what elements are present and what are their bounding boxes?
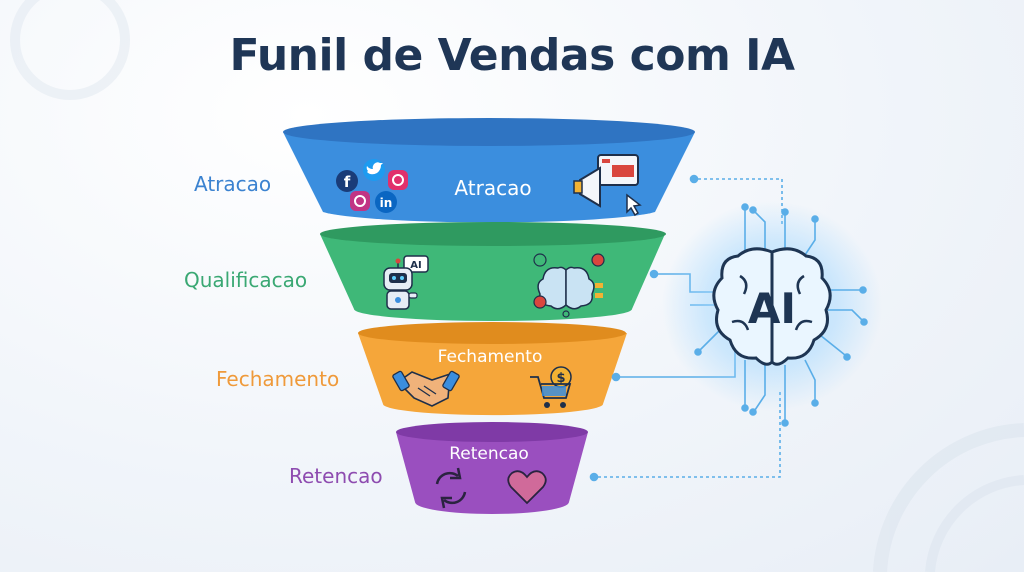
refresh-icon (435, 467, 467, 509)
linkedin-icon: in (375, 191, 397, 213)
robot-icon: AI (383, 255, 429, 310)
megaphone-icon (573, 154, 642, 217)
handshake-icon (392, 370, 460, 407)
side-label-qualificacao: Qualificacao (184, 268, 308, 292)
funnel-stage-retencao: Retencao (396, 422, 588, 514)
stage-label: Retencao (449, 444, 529, 464)
stage-label: Atracao (454, 176, 531, 200)
svg-text:f: f (344, 173, 351, 191)
instagram-icon (350, 191, 370, 211)
social-media-icons: f in (336, 159, 408, 213)
bg-decoration (10, 0, 1024, 572)
heart-icon (507, 470, 547, 505)
side-label-fechamento: Fechamento (216, 367, 340, 391)
stage-body (396, 432, 588, 514)
stage-label: Fechamento (438, 347, 543, 367)
side-label-atracao: Atracao (194, 172, 272, 196)
stage-body (320, 234, 665, 321)
funnel-stage-qualificacao (320, 222, 666, 321)
stage-rim (358, 322, 626, 344)
twitter-icon (363, 159, 385, 181)
svg-text:AI: AI (410, 260, 421, 271)
facebook-icon: f (336, 170, 358, 192)
page-title: Funil de Vendas com IA (229, 30, 795, 81)
svg-text:in: in (380, 196, 393, 210)
brain-analysis-icon (533, 253, 605, 318)
side-label-retencao: Retencao (289, 464, 383, 488)
cart-money-icon: $ (530, 366, 572, 408)
stage-rim (396, 422, 588, 442)
ai-label: AI (748, 284, 796, 333)
funnel-stage-fechamento: Fechamento (358, 322, 627, 416)
stage-rim (283, 118, 695, 146)
stage-rim (320, 222, 666, 246)
svg-text:$: $ (556, 371, 565, 386)
ai-brain-icon: AI (662, 201, 882, 427)
instagram-icon (388, 170, 408, 190)
